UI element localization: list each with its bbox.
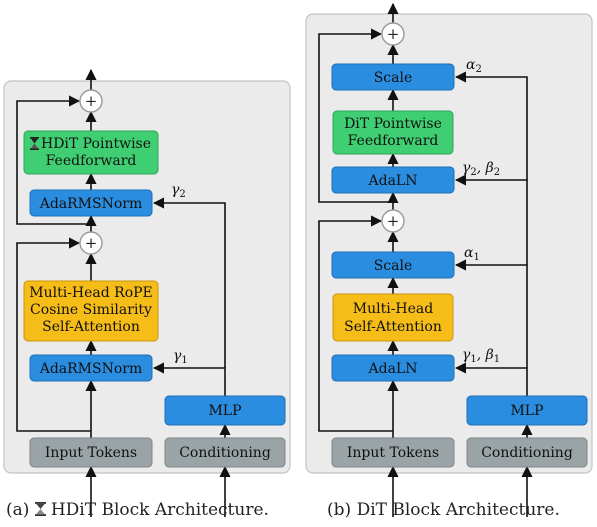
svg-text:+: + <box>85 234 98 252</box>
panel-b-gamma1-beta1-label: γ1, β1 <box>462 347 500 365</box>
svg-text:Feedforward: Feedforward <box>46 153 137 169</box>
panel-a-caption: (a) HDiT Block Architecture. <box>6 500 269 520</box>
panel-a-attention: Multi-Head RoPE Cosine Similarity Self-A… <box>23 280 159 342</box>
panel-b-add-2: + <box>381 22 405 46</box>
panel-b-adaln-2: AdaLN <box>331 166 455 194</box>
panel-b-add-1: + <box>381 209 405 233</box>
panel-b-alpha1-label: α1 <box>464 245 480 263</box>
panel-b-scale-1: Scale <box>331 251 455 279</box>
svg-text:DiT Pointwise: DiT Pointwise <box>344 116 442 132</box>
svg-text:Input Tokens: Input Tokens <box>45 445 137 461</box>
svg-text:+: + <box>387 212 400 230</box>
panel-b-mlp: MLP <box>466 395 588 426</box>
panel-b-feedforward: DiT Pointwise Feedforward <box>332 110 454 155</box>
panel-b: + + Input Tokens Conditioning MLP AdaLN … <box>305 2 593 517</box>
panel-a-adarmsnorm-1: AdaRMSNorm <box>29 354 153 382</box>
hourglass-icon <box>34 502 46 516</box>
panel-b-adaln-1: AdaLN <box>331 354 455 382</box>
svg-text:Input Tokens: Input Tokens <box>347 445 439 461</box>
svg-text:Conditioning: Conditioning <box>481 445 573 461</box>
svg-text:Self-Attention: Self-Attention <box>344 319 442 335</box>
panel-b-input-tokens: Input Tokens <box>331 437 455 468</box>
panel-a-connectors <box>16 68 231 517</box>
svg-text:Conditioning: Conditioning <box>179 445 271 461</box>
svg-text:Self-Attention: Self-Attention <box>42 319 140 335</box>
hourglass-icon <box>30 137 39 150</box>
panel-b-caption: (b) DiT Block Architecture. <box>327 500 560 520</box>
svg-text:Multi-Head: Multi-Head <box>353 301 434 317</box>
svg-text:AdaLN: AdaLN <box>368 361 418 377</box>
panel-a-caption-text: HDiT Block Architecture. <box>50 500 269 520</box>
svg-text:Scale: Scale <box>374 70 413 86</box>
panel-a: + + Input Tokens Conditioning MLP AdaRMS… <box>3 68 291 517</box>
panel-a-add-1: + <box>79 231 103 255</box>
panel-b-scale-2: Scale <box>331 63 455 91</box>
panel-b-attention: Multi-Head Self-Attention <box>332 293 454 342</box>
panel-a-input-tokens: Input Tokens <box>29 437 153 468</box>
svg-text:Feedforward: Feedforward <box>348 133 439 149</box>
svg-text:+: + <box>387 25 400 43</box>
panel-a-add-2: + <box>79 89 103 113</box>
panel-a-gamma2-label: γ2 <box>171 182 186 200</box>
svg-text:AdaRMSNorm: AdaRMSNorm <box>39 196 143 212</box>
panel-b-gamma2-beta2-label: γ2, β2 <box>462 160 500 178</box>
panel-a-gamma1-label: γ1 <box>173 348 188 366</box>
panel-b-connectors <box>318 2 533 517</box>
panel-a-mlp: MLP <box>164 395 286 426</box>
panel-b-caption-prefix: (b) <box>327 500 352 520</box>
svg-text:Multi-Head RoPE: Multi-Head RoPE <box>29 285 153 301</box>
svg-text:Cosine Similarity: Cosine Similarity <box>30 302 152 318</box>
panel-b-caption-text: DiT Block Architecture. <box>356 500 560 520</box>
svg-text:HDiT Pointwise: HDiT Pointwise <box>41 136 151 152</box>
panel-a-caption-prefix: (a) <box>6 500 30 520</box>
svg-text:MLP: MLP <box>510 403 543 419</box>
svg-text:+: + <box>85 92 98 110</box>
svg-text:Scale: Scale <box>374 258 413 274</box>
panel-a-feedforward: HDiT Pointwise Feedforward <box>23 130 159 175</box>
svg-text:AdaLN: AdaLN <box>368 173 418 189</box>
panel-b-conditioning: Conditioning <box>466 437 588 468</box>
svg-text:MLP: MLP <box>208 403 241 419</box>
panel-a-conditioning: Conditioning <box>164 437 286 468</box>
svg-text:AdaRMSNorm: AdaRMSNorm <box>39 361 143 377</box>
panel-b-alpha2-label: α2 <box>466 57 482 75</box>
panel-a-adarmsnorm-2: AdaRMSNorm <box>29 189 153 217</box>
